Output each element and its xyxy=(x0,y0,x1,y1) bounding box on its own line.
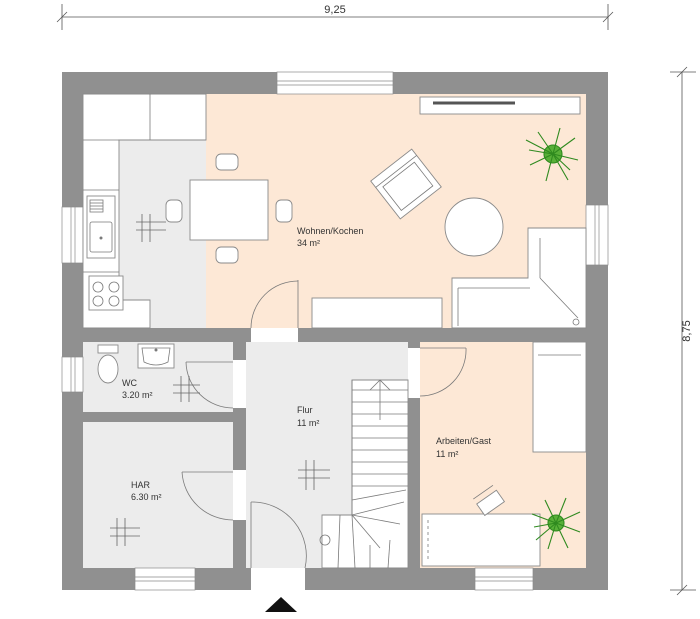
door-opening-wc xyxy=(233,360,246,408)
interior-wall-horizontal xyxy=(83,328,586,342)
svg-text:3.20 m²: 3.20 m² xyxy=(122,390,153,400)
svg-text:HAR: HAR xyxy=(131,480,151,490)
svg-text:11 m²: 11 m² xyxy=(297,418,319,428)
wash-basin xyxy=(137,343,175,369)
entrance-opening xyxy=(251,568,305,590)
door-living xyxy=(250,280,299,329)
svg-text:Flur: Flur xyxy=(297,405,313,415)
armchair xyxy=(370,148,442,220)
corner-sofa xyxy=(451,227,587,329)
door-office xyxy=(419,347,467,397)
kitchen-sink xyxy=(86,195,116,259)
door-har xyxy=(181,471,234,521)
office-plant-icon xyxy=(531,497,581,550)
door-entrance xyxy=(250,501,307,569)
room-label-office: Arbeiten/Gast 11 m² xyxy=(436,436,492,459)
har-floor xyxy=(83,422,233,568)
office-bed xyxy=(532,341,587,453)
room-label-hall: Flur 11 m² xyxy=(297,405,319,428)
svg-text:34 m²: 34 m² xyxy=(297,238,320,248)
interior-wall-wc-har xyxy=(83,412,233,422)
svg-text:Wohnen/Kochen: Wohnen/Kochen xyxy=(297,226,363,236)
dimension-width: 9,25 xyxy=(56,4,614,30)
door-wc xyxy=(185,361,234,409)
height-dimension-label: 8,75 xyxy=(681,320,693,341)
svg-text:6.30 m²: 6.30 m² xyxy=(131,492,162,502)
door-opening-har xyxy=(233,470,246,520)
staircase xyxy=(319,379,409,569)
round-coffee-table xyxy=(444,197,504,257)
dining-table xyxy=(165,153,293,264)
svg-text:WC: WC xyxy=(122,378,137,388)
room-label-wc: WC 3.20 m² xyxy=(122,378,153,400)
svg-text:11 m²: 11 m² xyxy=(436,449,458,459)
desk xyxy=(421,513,541,567)
cooktop xyxy=(88,275,124,311)
windows xyxy=(61,71,609,591)
interior-wall-hall-right xyxy=(408,342,420,568)
toilet xyxy=(97,344,119,384)
room-label-living: Wohnen/Kochen 34 m² xyxy=(297,226,363,248)
door-opening-office xyxy=(408,348,420,398)
living-plant-icon xyxy=(525,127,579,182)
triangle-up-icon xyxy=(265,597,297,612)
sideboard xyxy=(419,96,581,115)
floor-markers xyxy=(110,214,330,546)
room-label-har: HAR 6.30 m² xyxy=(131,480,162,502)
tv-bench xyxy=(311,297,443,329)
dimension-height: 8,75 xyxy=(670,66,696,596)
door-opening-living xyxy=(251,328,298,342)
office-chair xyxy=(473,484,506,517)
kitchen-gray-floor xyxy=(119,140,206,328)
svg-text:Arbeiten/Gast: Arbeiten/Gast xyxy=(436,436,492,446)
width-dimension-label: 9,25 xyxy=(324,4,345,16)
